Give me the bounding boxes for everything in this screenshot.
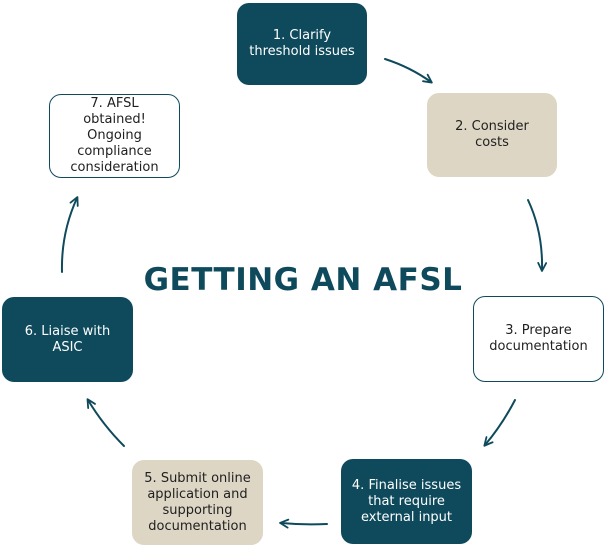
step-4-label: 4. Finalise issues that require external… <box>351 477 462 525</box>
step-7-afsl-obtained: 7. AFSL obtained! Ongoing compliance con… <box>49 94 180 178</box>
step-1-label: 1. Clarify threshold issues <box>249 28 355 59</box>
step-2-label: 2. Consider costs <box>455 119 529 150</box>
step-6-liaise-with-asic: 6. Liaise with ASIC <box>2 297 133 382</box>
step-2-consider-costs: 2. Consider costs <box>427 93 557 177</box>
arrow-6-to-7 <box>60 196 79 273</box>
step-5-submit-online-application: 5. Submit online application and support… <box>132 460 263 545</box>
step-4-finalise-external-input: 4. Finalise issues that require external… <box>341 459 472 544</box>
step-6-label: 6. Liaise with ASIC <box>24 323 111 355</box>
step-5-label: 5. Submit online application and support… <box>144 470 251 534</box>
arrow-1-to-2 <box>384 58 433 84</box>
step-7-label: 7. AFSL obtained! Ongoing compliance con… <box>70 96 159 175</box>
arrow-5-to-6 <box>86 398 125 447</box>
step-1-clarify-threshold-issues: 1. Clarify threshold issues <box>237 3 367 85</box>
arrow-3-to-4 <box>483 399 516 447</box>
diagram-title: GETTING AN AFSL <box>143 262 463 298</box>
arrow-4-to-5 <box>279 518 328 529</box>
step-3-label: 3. Prepare documentation <box>489 323 588 354</box>
arrow-2-to-3 <box>527 199 548 272</box>
step-3-prepare-documentation: 3. Prepare documentation <box>473 296 604 382</box>
